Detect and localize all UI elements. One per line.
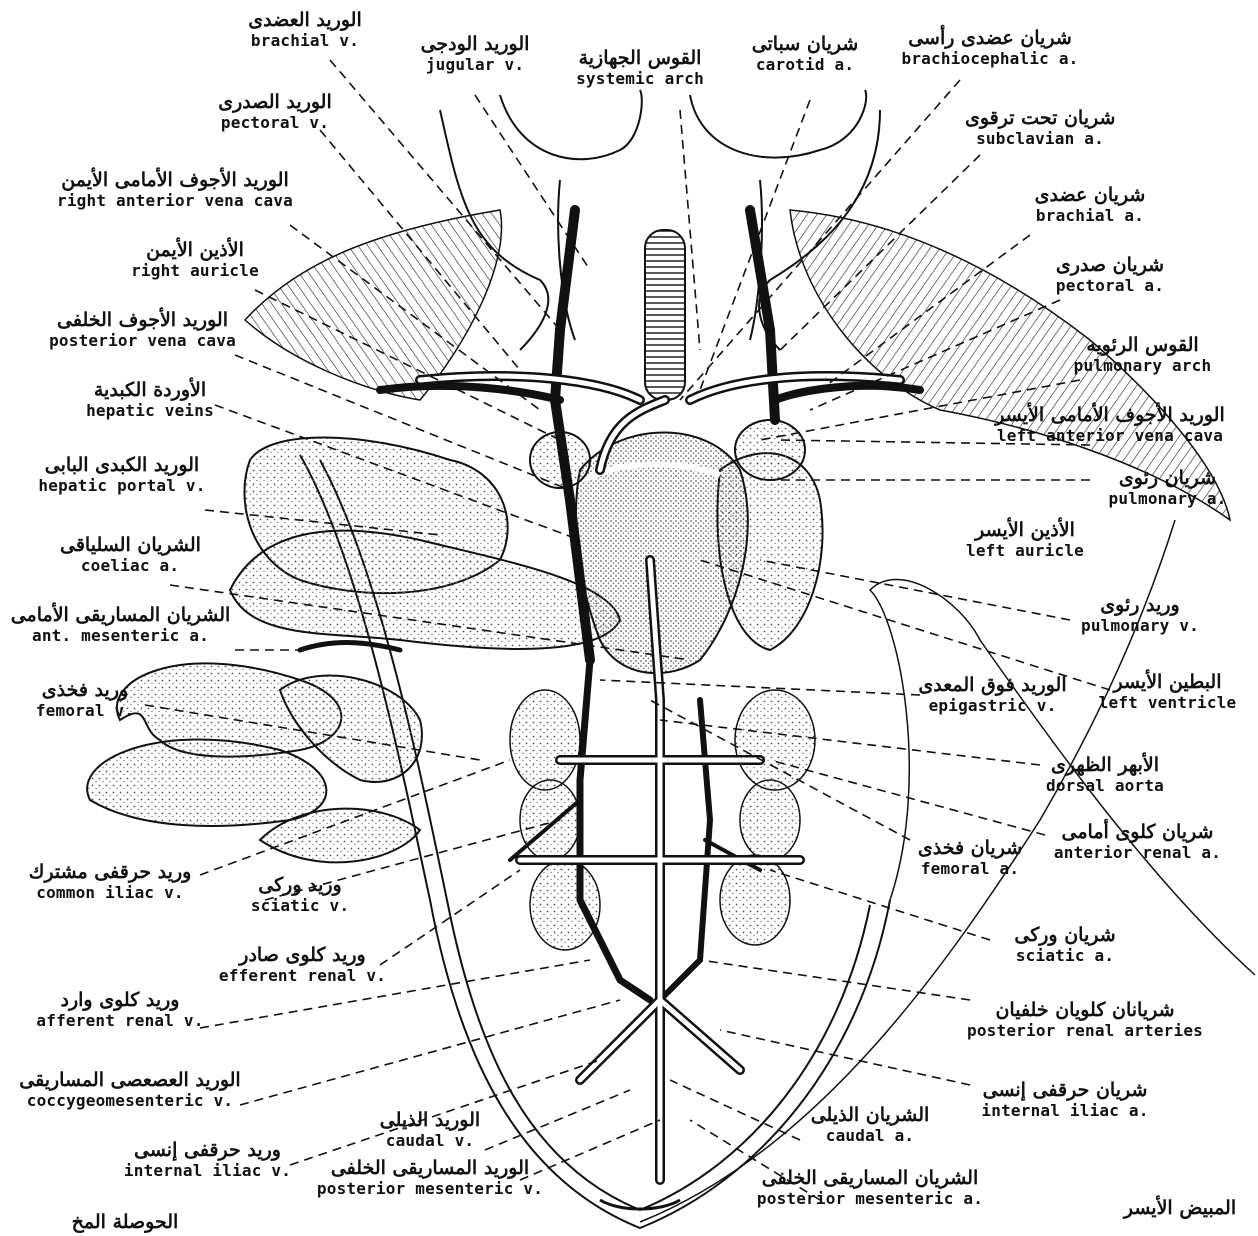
gizzard	[230, 531, 620, 649]
trachea	[645, 230, 685, 400]
pectoral-muscle-left	[245, 210, 502, 400]
label-left-ovary: المبيض الأيسر	[1105, 1198, 1255, 1220]
label-cut-off-bottom-left: الحوصلة المخ	[65, 1212, 185, 1234]
